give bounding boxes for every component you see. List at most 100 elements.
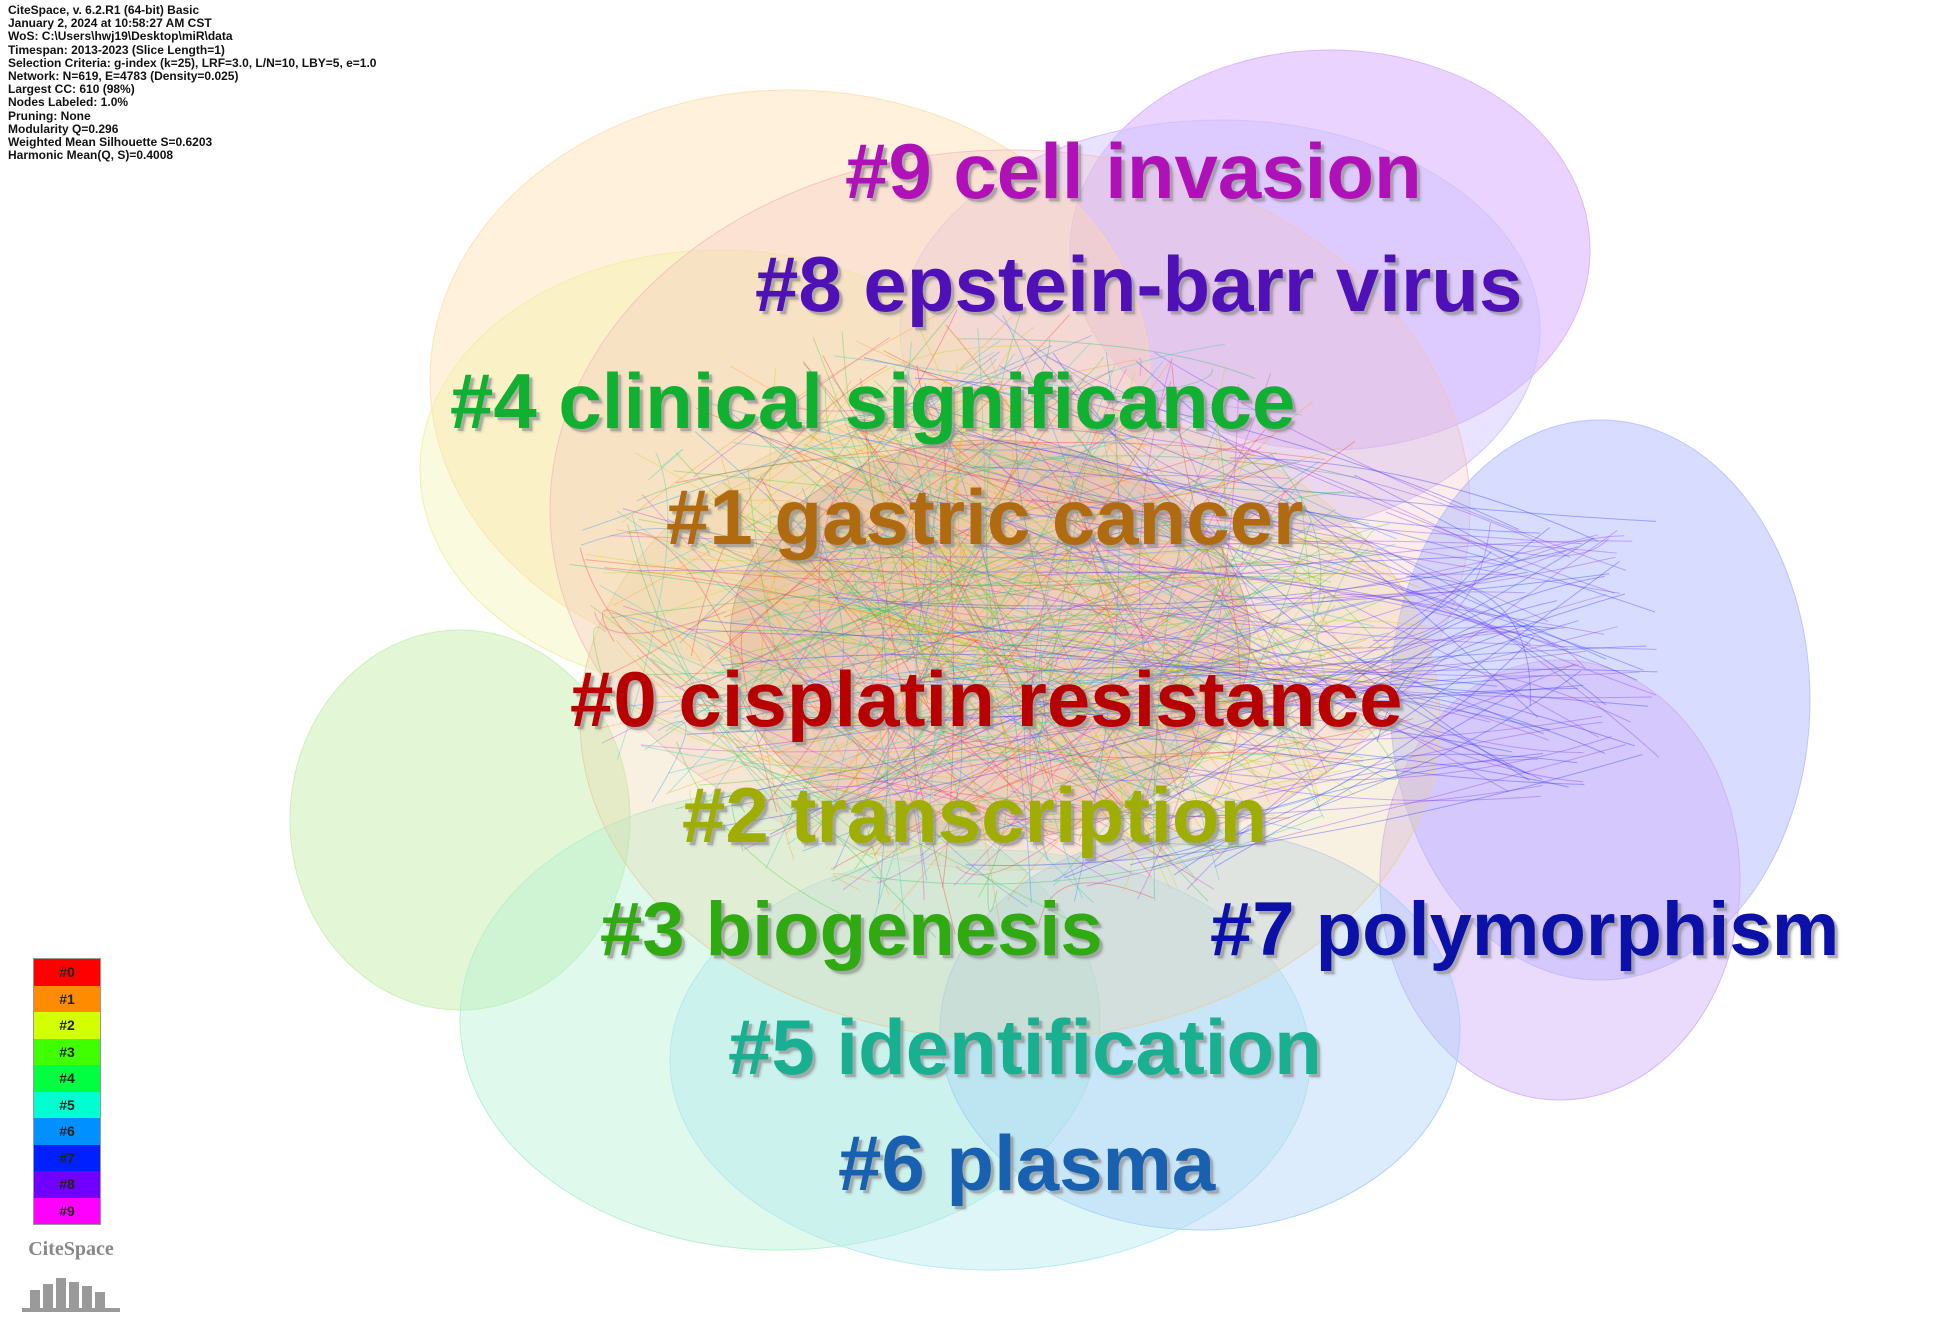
network-edge [738, 748, 884, 812]
network-edge [719, 421, 1544, 735]
network-edge [763, 632, 874, 760]
network-edge [863, 357, 1556, 647]
network-edge [887, 570, 1200, 611]
network-edge [952, 430, 1657, 522]
network-edge [940, 718, 1413, 758]
network-edge [1040, 475, 1290, 479]
network-edge [1040, 658, 1054, 784]
network-edge [1154, 352, 1627, 571]
network-edge [655, 694, 1252, 704]
network-edge [1137, 384, 1240, 900]
network-edge [977, 328, 989, 768]
network-edge [786, 543, 1396, 845]
network-edge [686, 675, 1544, 735]
network-edge [924, 383, 1032, 904]
network-edge [1030, 469, 1086, 794]
metadata-line: WoS: C:\Users\hwj19\Desktop\miR\data [8, 29, 233, 44]
network-edge [808, 433, 1079, 773]
network-edge [747, 467, 801, 741]
metadata-line: Network: N=619, E=4783 (Density=0.025) [8, 68, 239, 83]
network-edge [863, 550, 889, 905]
network-edge [943, 491, 992, 537]
network-edge [736, 597, 1400, 688]
metadata-line: Modularity Q=0.296 [8, 121, 119, 136]
network-edge [1132, 548, 1369, 727]
network-edge [634, 452, 1235, 815]
network-edge [1014, 412, 1160, 808]
network-edge [759, 476, 1030, 801]
network-edge [849, 549, 905, 920]
network-edge [952, 462, 1278, 503]
network-edge [1171, 640, 1584, 754]
network-edge [1073, 496, 1343, 748]
network-edge [601, 415, 1137, 744]
network-edge [667, 453, 1083, 563]
network-edge [1138, 666, 1220, 881]
network-edge [903, 665, 1233, 732]
cluster-hull [1379, 659, 1741, 1101]
network-edge [1066, 535, 1270, 802]
network-edge [863, 564, 1042, 818]
metadata-line: CiteSpace, v. 6.2.R1 (64-bit) Basic [8, 3, 200, 17]
network-edge [982, 448, 1204, 758]
network-edge [1152, 535, 1246, 800]
network-edge [1198, 528, 1241, 818]
network-edge [611, 612, 1042, 845]
network-edge [711, 491, 868, 626]
network-edge [799, 526, 881, 621]
network-edge [694, 431, 1153, 846]
network-edge [1006, 441, 1360, 494]
network-edge [1110, 628, 1355, 795]
network-edge [720, 457, 904, 855]
network-edge [1006, 785, 1543, 820]
network-edge [804, 654, 1397, 686]
network-edge [1105, 625, 1326, 677]
network-edge [679, 351, 1000, 644]
cluster-label-2: #2 transcription [682, 771, 1268, 859]
network-edge [1011, 614, 1192, 649]
network-edge [1147, 621, 1218, 851]
network-edge [916, 364, 969, 458]
network-edge [935, 485, 1185, 731]
network-edge [802, 362, 1058, 804]
network-edge [1170, 414, 1327, 773]
network-edge [1130, 533, 1332, 583]
network-edge [703, 629, 972, 715]
network-edge [592, 626, 617, 718]
network-edge [893, 571, 1135, 912]
network-edge [1238, 606, 1302, 736]
network-edge [794, 548, 1214, 623]
cluster-label-8: #8 epstein-barr virus [755, 240, 1523, 328]
cluster-hulls [289, 49, 1811, 1271]
network-edge [963, 448, 1304, 662]
network-edge [736, 546, 1578, 749]
network-edge [1018, 702, 1138, 795]
network-edge [919, 539, 1370, 588]
legend-item-5: #5 [34, 1091, 100, 1118]
network-edge [772, 547, 1117, 813]
network-edge [998, 727, 1085, 771]
network-edge [648, 580, 1131, 712]
network-edge [955, 793, 1113, 876]
cluster-hull [669, 849, 1311, 1271]
network-edge [888, 468, 964, 507]
network-edge [719, 428, 1023, 548]
network-edge [1138, 358, 1180, 795]
network-edge [724, 406, 1116, 587]
network-edge [690, 365, 888, 657]
network-edge [835, 728, 852, 805]
network-edge [1033, 461, 1320, 745]
network-edge [1058, 437, 1228, 623]
network-edge [623, 605, 1215, 890]
cluster-label-4: #4 clinical significance [450, 357, 1296, 445]
network-edge [796, 610, 1118, 746]
network-edge [1053, 614, 1248, 887]
network-edge [833, 381, 1172, 728]
network-edge [901, 494, 930, 704]
network-edge [1045, 638, 1367, 721]
network-edge [934, 338, 1051, 493]
network-edge [1215, 365, 1272, 584]
cluster-hull [429, 89, 1151, 671]
